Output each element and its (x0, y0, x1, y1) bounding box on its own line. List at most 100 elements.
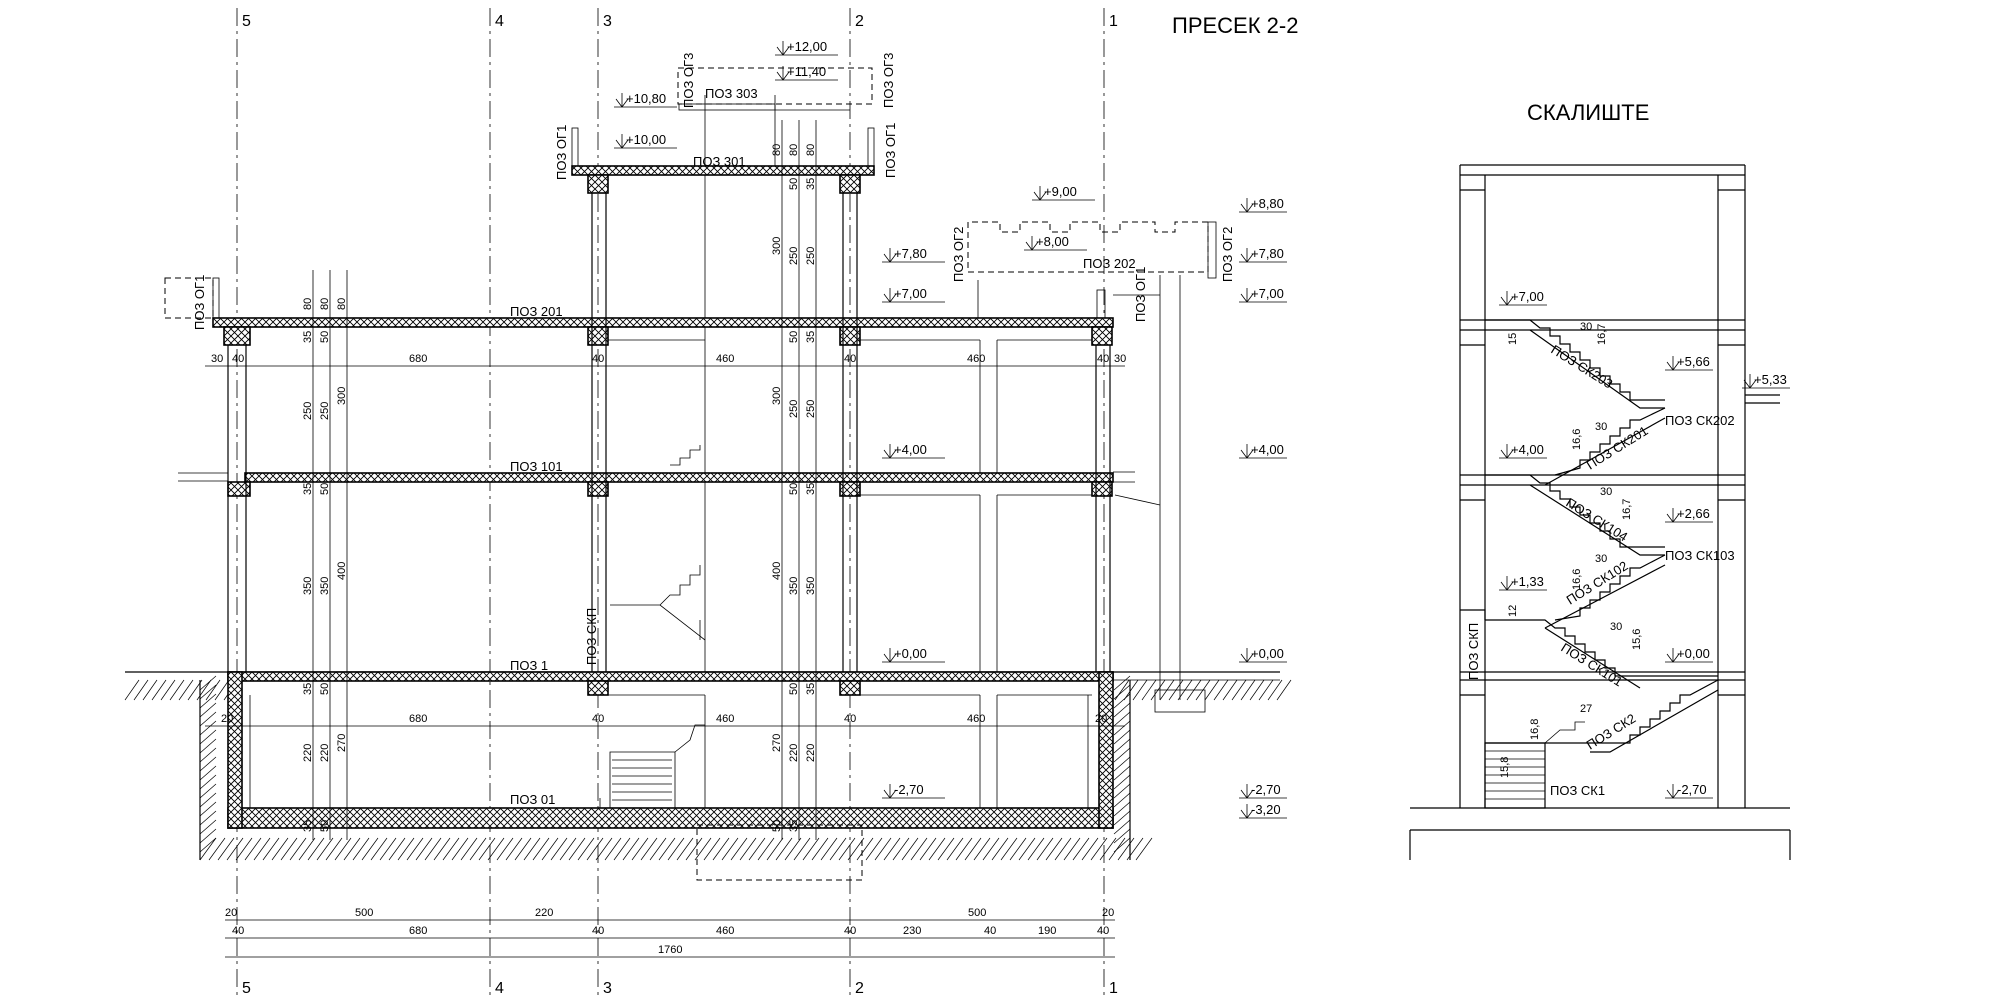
level-right-3: +4,00 (1239, 442, 1287, 459)
level-right-4-text: +0,00 (1251, 646, 1284, 661)
dim-30-l: 30 (211, 353, 223, 365)
level-left-0-text: +12,00 (787, 39, 827, 54)
stair-level-4: +2,66 (1665, 506, 1713, 523)
label-og3-left: ПОЗ ОГ3 (681, 53, 696, 108)
dim-v-35-d: 35 (302, 820, 314, 832)
dim-v2-270: 270 (771, 734, 783, 752)
dim-b2-40-a: 40 (232, 925, 244, 937)
label-skp: ПОЗ СКП (1466, 623, 1481, 680)
stair-title: СКАЛИШТЕ (1527, 100, 1649, 125)
dim-v-250-b: 250 (319, 402, 331, 420)
level-left-4-text: +9,00 (1044, 184, 1077, 199)
dim-b1-220: 220 (535, 907, 553, 919)
stair-dim-167-a: 16,7 (1596, 324, 1608, 345)
dim-680: 680 (409, 353, 427, 365)
label-og1-301-left: ПОЗ ОГ1 (554, 125, 569, 180)
dim-b1-500-l: 500 (355, 907, 373, 919)
level-left-4: +9,00 (1032, 184, 1095, 201)
beam-3-1 (587, 680, 609, 696)
dim-40-a: 40 (232, 353, 244, 365)
section-2-2: ПРЕСЕК 2-2 5 4 3 2 1 5 4 3 2 1 (124, 8, 1298, 997)
level-right-0-text: +8,80 (1251, 196, 1284, 211)
slab-1 (227, 671, 1114, 682)
label-og1-301-right: ПОЗ ОГ1 (883, 123, 898, 178)
stair-level-7-text: -2,70 (1677, 782, 1707, 797)
dim-v2-35-d: 35 (805, 683, 817, 695)
level-left-10-text: -2,70 (894, 782, 924, 797)
stair-dim-12: 12 (1507, 605, 1519, 617)
dim-v2-35-b: 35 (805, 331, 817, 343)
level-right-2-text: +7,00 (1251, 286, 1284, 301)
level-left-2-text: +10,80 (626, 91, 666, 106)
parapet-1-og1 (1096, 289, 1106, 319)
label-sk2: ПОЗ СК2 (1584, 711, 1639, 753)
dim-v2-300-b: 300 (771, 387, 783, 405)
level-left-0: +12,00 (775, 39, 838, 56)
axis-label-3-top: 3 (603, 13, 612, 30)
walls (178, 95, 1280, 808)
stair-dim-30-e: 30 (1610, 621, 1622, 633)
level-left-9-text: +0,00 (894, 646, 927, 661)
level-right-6-text: -3,20 (1251, 802, 1281, 817)
level-right-5: -2,70 (1239, 782, 1287, 799)
stair-level-6-text: +0,00 (1677, 646, 1710, 661)
attic-303 (677, 67, 873, 105)
dim-v2-250-d: 250 (805, 400, 817, 418)
axis-label-3-bottom: 3 (603, 980, 612, 997)
stair-level-6: +0,00 (1665, 646, 1713, 663)
label-og3-right: ПОЗ ОГ3 (881, 53, 896, 108)
axis-label-4-top: 4 (495, 13, 504, 30)
dim-b2-680: 680 (409, 925, 427, 937)
pit-dashed (696, 824, 863, 881)
dim-v2-50-c: 50 (788, 483, 800, 495)
stair-level-5-text: +1,33 (1511, 574, 1544, 589)
dim-40-c: 40 (844, 353, 856, 365)
dim-v-350-b: 350 (319, 577, 331, 595)
dim-v-50-a: 50 (319, 331, 331, 343)
label-og1-right: ПОЗ ОГ1 (1133, 267, 1148, 322)
level-left-5-text: +8,00 (1036, 234, 1069, 249)
soil-hatch (124, 675, 1292, 861)
stair-dim-27: 27 (1580, 703, 1592, 715)
level-left-2: +10,80 (614, 91, 677, 108)
label-poz-101: ПОЗ 101 (510, 459, 563, 474)
dim-v2-350-a: 350 (788, 577, 800, 595)
dim-v-35-a: 35 (302, 331, 314, 343)
section-stairs (609, 445, 706, 808)
level-markers: +12,00+11,40+10,80+10,00+9,00+8,00+7,80+… (614, 39, 1287, 819)
slab-201 (212, 317, 1114, 328)
axis-label-1-top: 1 (1109, 13, 1118, 30)
level-left-1-text: +11,40 (787, 64, 826, 79)
stair-level-1: +5,66 (1665, 354, 1713, 371)
dim-v2-220-b: 220 (805, 744, 817, 762)
level-right-4: +0,00 (1239, 646, 1287, 663)
level-left-7-text: +7,00 (894, 286, 927, 301)
dim-v2-80-a: 80 (771, 144, 783, 156)
dim-v-400-a: 400 (336, 562, 348, 580)
dim-v2-35-e: 35 (788, 820, 800, 832)
beam-2-301 (839, 174, 861, 194)
dim-v-220-a: 220 (302, 744, 314, 762)
axis-label-5-bottom: 5 (242, 980, 251, 997)
label-poz-1: ПОЗ 1 (510, 658, 548, 673)
level-right-1: +7,80 (1239, 246, 1287, 263)
dim-b2-190: 190 (1038, 925, 1056, 937)
level-right-0: +8,80 (1239, 196, 1287, 213)
stair-level-5: +1,33 (1499, 574, 1547, 591)
dim-v2-80-b: 80 (788, 144, 800, 156)
beam-5-101 (227, 481, 251, 497)
dim-b1-500-r: 500 (968, 907, 986, 919)
label-sk1: ПОЗ СК1 (1550, 783, 1605, 798)
dim-v2-250-a: 250 (788, 247, 800, 265)
beam-2-101 (839, 481, 861, 497)
dim-b2-40-d: 40 (984, 925, 996, 937)
dim-680-b: 680 (409, 713, 427, 725)
label-sk203: ПОЗ СК203 (1548, 342, 1615, 392)
bottom-dimensions: 20 500 220 500 20 40 680 40 460 40 230 4… (225, 907, 1115, 958)
attic-202 (967, 221, 1209, 273)
beam-2-201 (839, 326, 861, 346)
stair-level-0-text: +7,00 (1511, 289, 1544, 304)
stair-level-7: -2,70 (1665, 782, 1713, 799)
stair-frame (1409, 164, 1791, 860)
